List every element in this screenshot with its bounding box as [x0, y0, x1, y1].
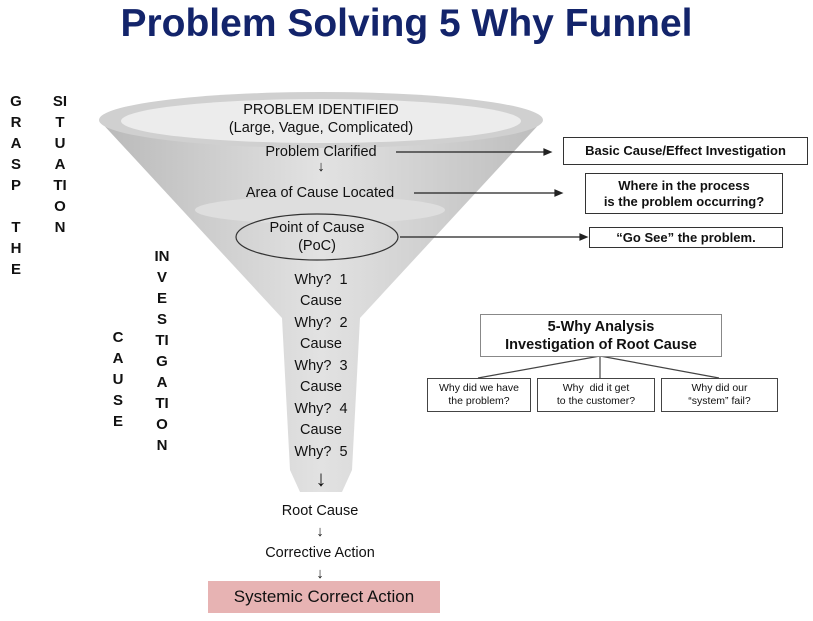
five-why-title: 5-Why Analysis	[547, 318, 655, 335]
basic-investigation-text: Basic Cause/Effect Investigation	[585, 143, 786, 158]
problem-clarified: Problem Clarified	[265, 144, 377, 160]
label-situation: SITUATION	[52, 93, 68, 236]
why-4: Why? 4	[294, 401, 348, 417]
why-system-line-1: Why did our	[691, 382, 748, 394]
poc-abbrev: (PoC)	[298, 238, 336, 254]
five-why-analysis-box: 5-Why Analysis Investigation of Root Cau…	[480, 314, 722, 357]
down-arrow-icon: ↓	[316, 524, 324, 540]
cause-2: Cause	[300, 336, 342, 352]
why-problem-line-1: Why did we have	[439, 382, 519, 394]
label-investigation: INVESTIGATION	[154, 248, 170, 454]
why-1: Why? 1	[294, 272, 348, 288]
where-line-2: is the problem occurring?	[603, 193, 765, 209]
five-why-subtitle: Investigation of Root Cause	[505, 336, 697, 353]
page-title: Problem Solving 5 Why Funnel	[120, 2, 693, 45]
why-5: Why? 5	[294, 444, 348, 460]
down-arrow-icon: ↓	[315, 466, 327, 491]
why-system-line-2: “system” fail?	[688, 395, 751, 407]
go-see-text: “Go See” the problem.	[616, 229, 756, 245]
why-customer-line-1: Why did it get	[562, 382, 630, 394]
cause-4: Cause	[300, 422, 342, 438]
problem-identified: PROBLEM IDENTIFIED	[243, 102, 399, 118]
cause-1: Cause	[300, 293, 342, 309]
where-line-1: Where in the process	[618, 177, 750, 193]
why-system-box: Why did our “system” fail?	[661, 378, 778, 412]
why-2: Why? 2	[294, 315, 348, 331]
why-problem-line-2: the problem?	[448, 395, 510, 407]
systemic-correct-action: Systemic Correct Action	[208, 581, 440, 613]
root-cause: Root Cause	[281, 503, 359, 519]
problem-description: (Large, Vague, Complicated)	[228, 120, 414, 136]
poc-ellipse	[235, 213, 399, 261]
down-arrow-icon: ↓	[317, 159, 325, 175]
funnel-inner-band	[195, 196, 445, 224]
label-the: THE	[10, 219, 22, 278]
point-of-cause: Point of Cause	[269, 220, 365, 236]
why-customer-line-2: to the customer?	[556, 395, 636, 407]
cause-3: Cause	[300, 379, 342, 395]
down-arrow-icon: ↓	[316, 566, 324, 582]
area-of-cause-located: Area of Cause Located	[245, 185, 395, 201]
why-problem-box: Why did we have the problem?	[427, 378, 531, 412]
basic-investigation-box: Basic Cause/Effect Investigation	[563, 137, 808, 165]
why-customer-box: Why did it get to the customer?	[537, 378, 655, 412]
corrective-action: Corrective Action	[265, 545, 375, 561]
label-grasp: GRASP	[10, 93, 22, 194]
label-cause: CAUSE	[112, 329, 124, 430]
funnel-rim-inner	[121, 99, 521, 143]
where-process-box: Where in the process is the problem occu…	[585, 173, 783, 214]
go-see-box: “Go See” the problem.	[589, 227, 783, 248]
why-3: Why? 3	[294, 358, 348, 374]
